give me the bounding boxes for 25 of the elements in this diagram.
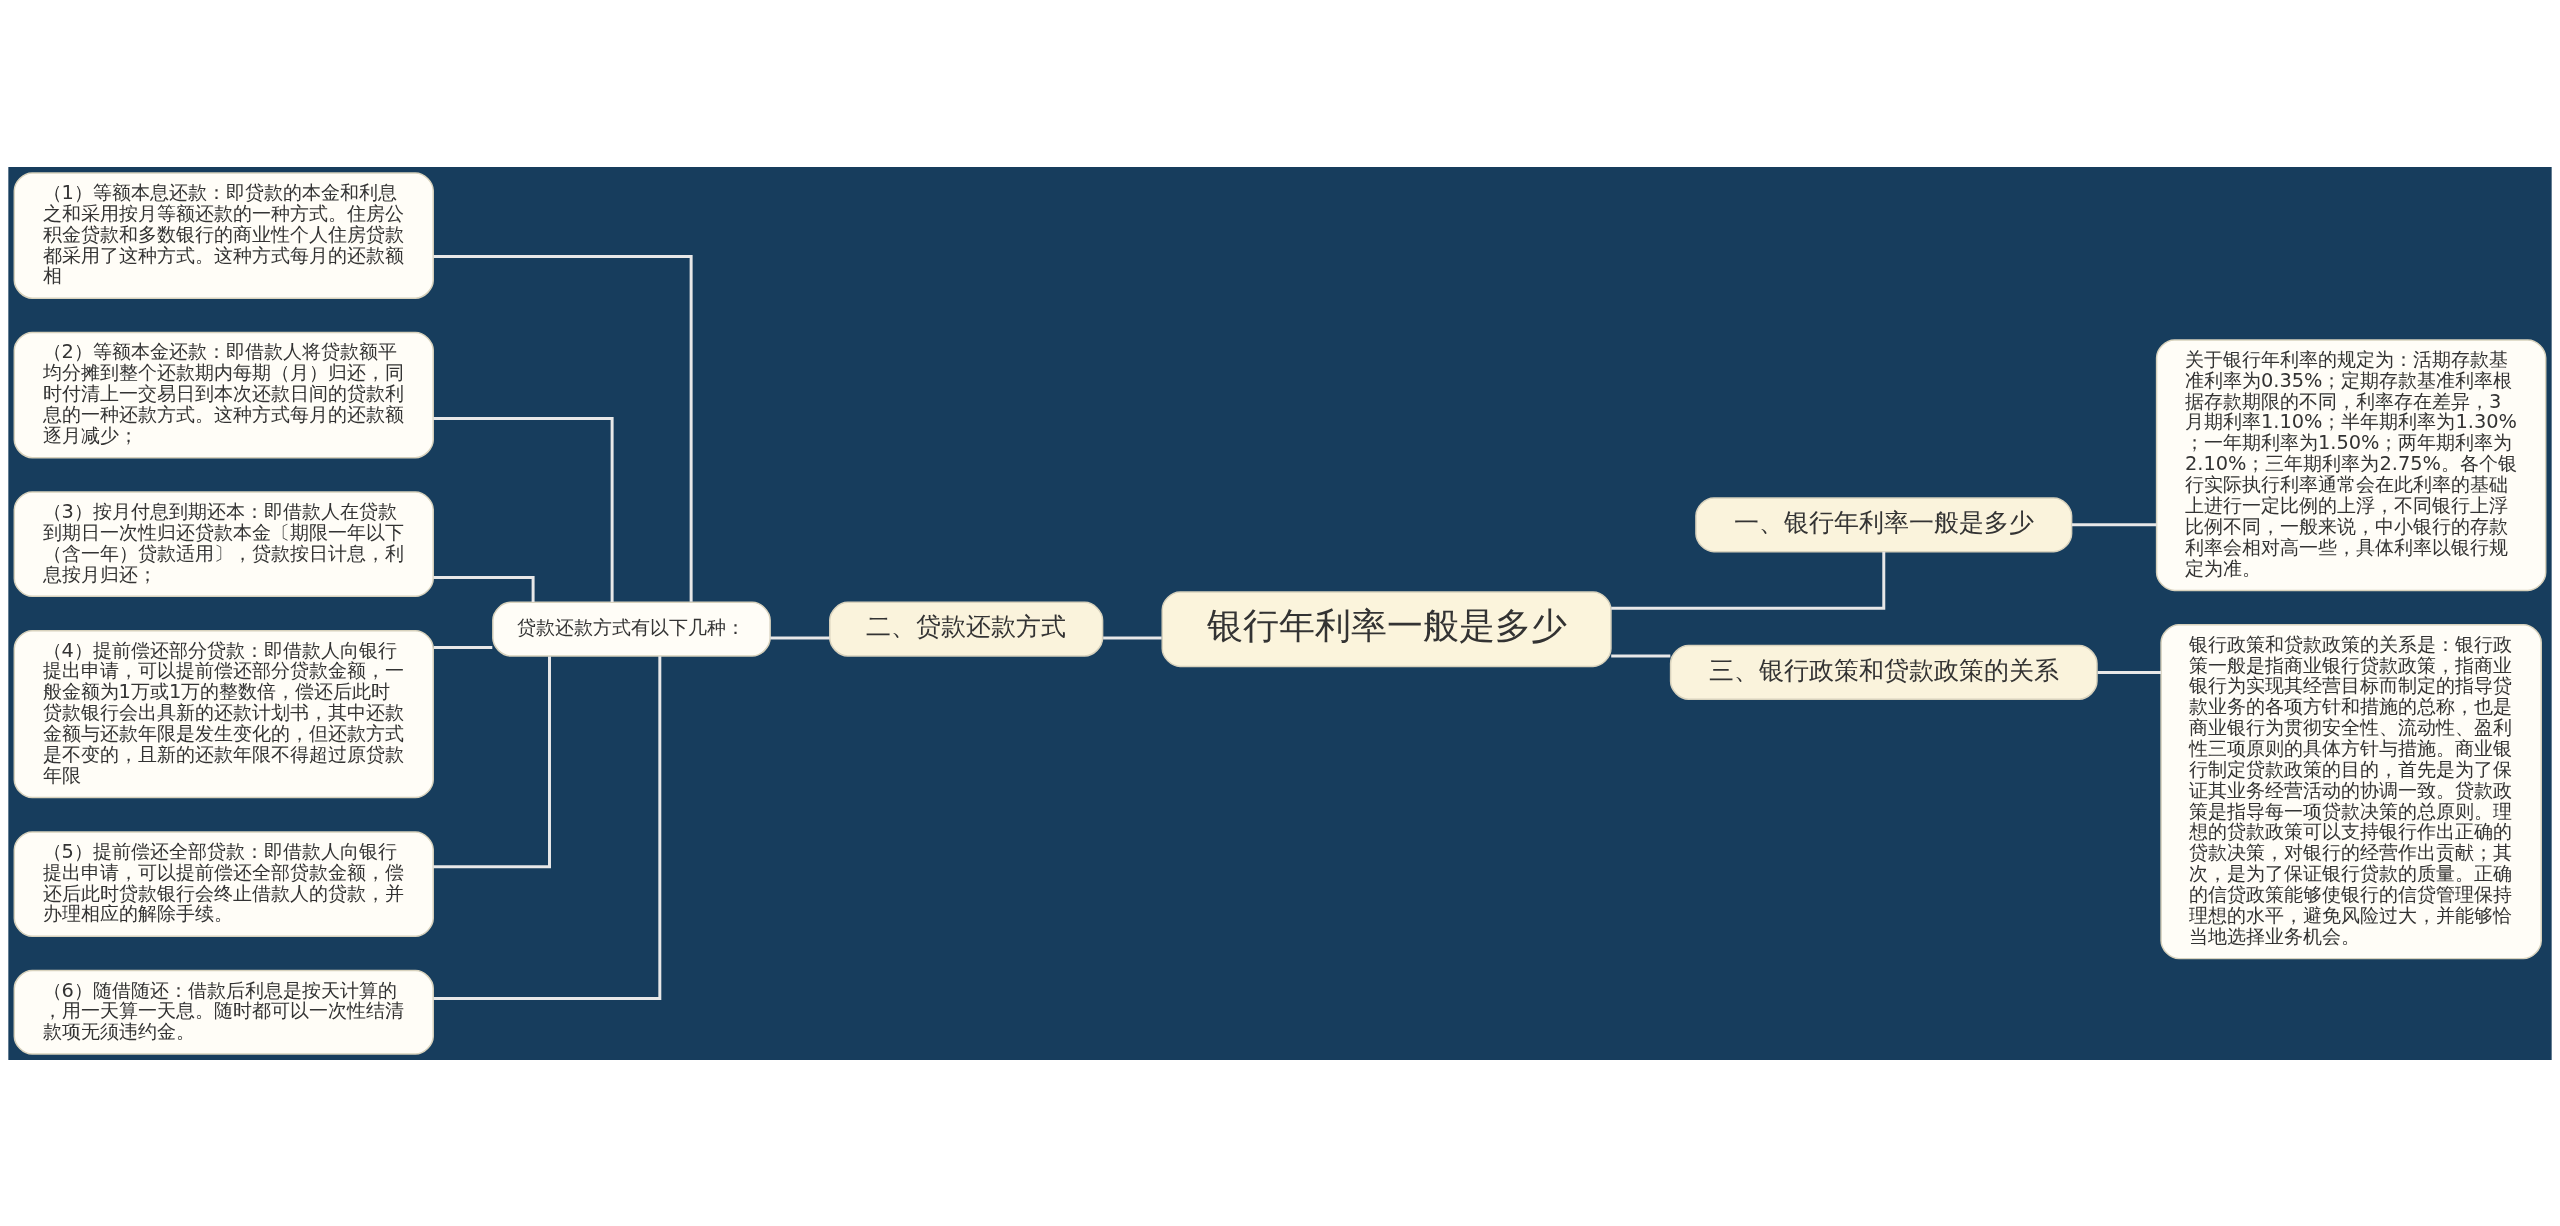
connector — [433, 645, 493, 649]
node-box: 三、银行政策和贷款政策的关系 — [1669, 644, 2098, 700]
node-box: （4）提前偿还部分贷款：即借款人向银行提出申请，可以提前偿还部分贷款金额，一般金额为1万或1万的整数倍，偿还后此时贷款银行会出具新的还款计划书，其中还款金额与还款年限是发生变化的，但还款方式是不变的，且新的还款年限不得超过原贷款年限 — [13, 629, 434, 798]
node-box: （1）等额本息还款：即贷款的本金和利息之和采用按月等额还款的一种方式。住房公积金贷款和多数银行的商业性个人住房贷款都采用了这种方式。这种方式每月的还款额相 — [13, 171, 434, 299]
node-box: （2）等额本金还款：即借款人将贷款额平均分摊到整个还款期内每期（月）归还，同时付清上一交易日到本次还款日间的贷款利息的一种还款方式。这种方式每月的还款额逐月减少； — [13, 331, 434, 458]
connector — [2097, 670, 2162, 674]
connector — [1611, 551, 1886, 610]
node-box: 银行年利率一般是多少 — [1161, 590, 1612, 667]
node-box: （6）随借随还：借款后利息是按天计算的，用一天算一天息。随时都可以一次性结清款项无须违约金。 — [13, 969, 434, 1055]
connector — [2071, 522, 2157, 526]
connector — [433, 655, 551, 868]
node-box: 二、贷款还款方式 — [829, 601, 1104, 657]
connector — [1611, 654, 1671, 657]
connector — [770, 636, 830, 640]
connector — [433, 655, 662, 1000]
node-box: 银行政策和贷款政策的关系是：银行政策一般是指商业银行贷款政策，指商业银行为实现其经营目标而制定的指导贷款业务的各项方针和措施的总称，也是商业银行为贯彻安全性、流动性、盈利性三项原则的具体方针与措施。商业银行制定贷款政策的目的，首先是为了保证其业务经营活动的协调一致。贷款政策是指导每一项贷款决策的总原则。理想的贷款政策可以支持银行作出正确的贷款决策，对银行的经营作出贡献；其次，是为了保证银行贷款的质量。正确的信贷政策能够使银行的信贷管理保持理想的水平，避免风险过大，并能够恰当地选择业务机会。 — [2160, 623, 2542, 959]
connector — [433, 254, 693, 602]
node-box: 关于银行年利率的规定为：活期存款基准利率为0.35%；定期存款基准利率根据存款期限的不同，利率存在差异，3月期利率1.10%；半年期利率为1.30%；一年期利率为1.50%；两年期利率为2.10%；三年期利率为2.75%。各个银行实际执行利率通常会在此利率的基础上进行一定比例的上浮，不同银行上浮比例不同，一般来说，中小银行的存款利率会相对高一些，具体利率以银行规定为准。 — [2155, 338, 2547, 591]
connector — [433, 416, 614, 602]
node-box: （5）提前偿还全部贷款：即借款人向银行提出申请，可以提前偿还全部贷款金额，偿还后此时贷款银行会终止借款人的贷款，并办理相应的解除手续。 — [13, 830, 434, 937]
node-box: 贷款还款方式有以下几种： — [492, 601, 771, 657]
node-box: 一、银行年利率一般是多少 — [1695, 496, 2073, 552]
connector — [1103, 636, 1162, 640]
node-box: （3）按月付息到期还本：即借款人在贷款到期日一次性归还贷款本金〔期限一年以下（含一年）贷款适用〕，贷款按日计息，利息按月归还； — [13, 490, 434, 597]
connector — [433, 575, 535, 602]
